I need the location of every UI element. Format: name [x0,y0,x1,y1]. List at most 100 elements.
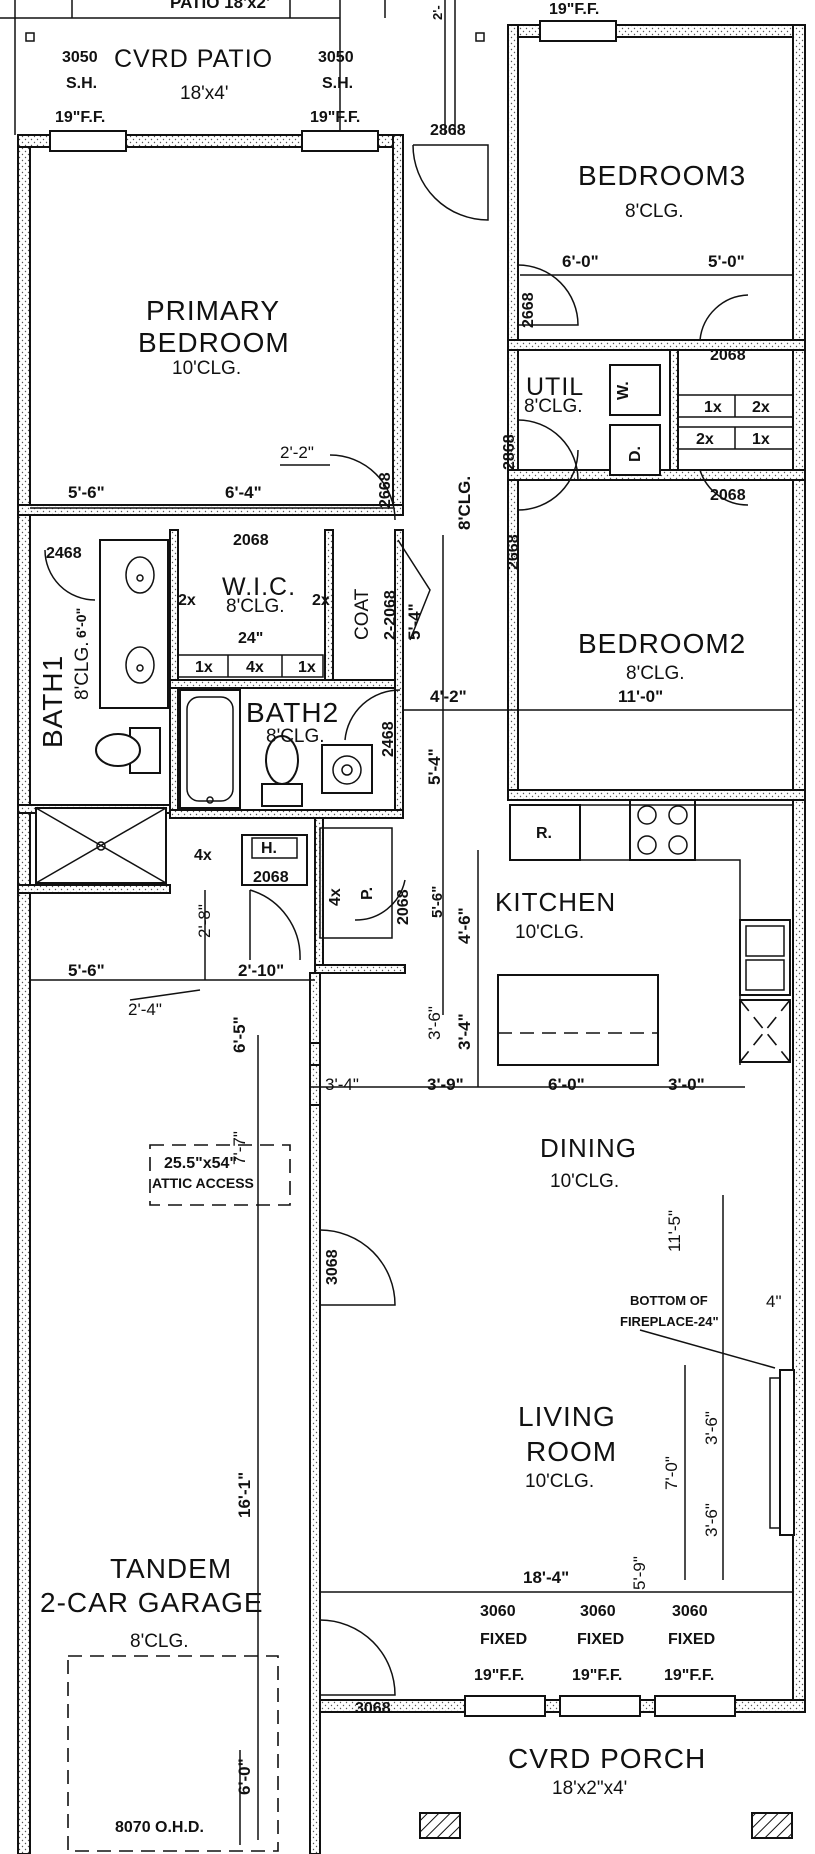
wic-shelf-1x-b: 1x [298,659,316,676]
cvrd-patio-label: CVRD PATIO [114,45,273,73]
dim-8clg-hall: 8'CLG. [455,476,474,530]
patio-top-label: PATIO 18'x2' [170,0,270,12]
bedroom2-clg: 8'CLG. [626,663,685,684]
window-3060-3: 3060 [672,1603,708,1620]
bath1-clg: 8'CLG. [72,641,93,700]
util-label: UTIL [526,373,584,401]
dimension-lines [30,274,793,1845]
wic-shelf-2x-left: 2x [178,592,196,609]
attic-size: 25.5"x54" [164,1155,237,1172]
living-room-clg: 10'CLG. [525,1471,594,1492]
dim-6-5: 6'-5" [230,1016,249,1053]
shelf-1x-a: 1x [704,399,722,416]
dryer-label: D. [627,446,644,462]
shelf-2x-a: 2x [752,399,770,416]
dim-7-7: 7'-7" [230,1131,249,1165]
dim-6-0-garage: 6'-0" [235,1758,254,1795]
kitchen-clg: 10'CLG. [515,922,584,943]
window-3060-2: 3060 [580,1603,616,1620]
dim-16-1: 16'-1" [235,1472,254,1518]
bath2-clg: 8'CLG. [266,726,325,747]
washer-label: W. [615,381,632,400]
attic-label: ATTIC ACCESS [152,1175,254,1191]
door-2868-top: 2868 [430,122,466,139]
dim-6-4-primary: 6'-4" [225,483,262,502]
garage-label-2: 2-CAR GARAGE [40,1587,264,1618]
door-2068-util-top: 2068 [710,347,746,364]
shelf-1x-b: 1x [752,431,770,448]
door-3068-living: 3068 [324,1249,341,1285]
wic-clg: 8'CLG. [226,596,285,617]
dim-4-2: 4'-2" [430,687,467,706]
door-2668-primary: 2668 [377,472,394,508]
bath2-label: BATH2 [246,697,339,728]
door-3068-front: 3068 [355,1700,391,1717]
window-3060-1: 3060 [480,1603,516,1620]
dim-2-vertical: 2'- [430,5,445,20]
dim-3-9: 3'-9" [427,1075,464,1094]
window-ff-2: 19"F.F. [572,1667,622,1684]
dim-18-4: 18'-4" [523,1568,569,1587]
bedroom3-clg: 8'CLG. [625,201,684,222]
door-2-2068-coat: 2-2068 [382,590,399,640]
dim-5-0-bedroom3: 5'-0" [708,252,745,271]
dimension-labels: 5'-6" 6'-4" 2'-2" 6'-0" 5'-0" 8'CLG. 5'-… [68,252,782,1795]
linen-4x: 4x [194,847,212,864]
fixtures [67,364,795,1852]
door-2868-util: 2868 [501,434,518,470]
shelf-tags: 1x 2x 2x 1x 2x 2x 24" 1x 4x 1x 4x 4x [178,399,770,906]
dining-clg: 10'CLG. [550,1171,619,1192]
garage-label: TANDEM [110,1553,232,1584]
dim-2-10: 2'-10" [238,961,284,980]
patio-area: PATIO 18'x2' 2'- 3050 S.H. 19"F.F. CVRD … [0,0,599,135]
dim-5-9: 5'-9" [630,1556,649,1590]
dim-5-6-primary: 5'-6" [68,483,105,502]
cvrd-porch-size: 18'x2"x4' [552,1778,627,1799]
bedroom2-label: BEDROOM2 [578,628,746,659]
door-2068-wic: 2068 [233,532,269,549]
door-2668-bedroom3: 2668 [520,292,537,328]
window-ff-left: 19"F.F. [55,109,105,126]
door-2468-bath2: 2468 [380,721,397,757]
primary-bedroom-label: PRIMARY [146,295,280,326]
pantry-label: P. [359,887,376,900]
dim-5-4-upper: 5'-4" [405,603,424,640]
door-2068-util-bottom: 2068 [710,487,746,504]
dim-3-6-fireplace-upper: 3'-6" [702,1411,721,1445]
dim-3-0: 3'-0" [668,1075,705,1094]
dim-2-8: 2'-8" [195,904,214,938]
window-sh-right: S.H. [322,75,353,92]
garage-door-label: 8070 O.H.D. [115,1819,204,1836]
wic-shelf-1x-a: 1x [195,659,213,676]
window-fixed-2: FIXED [577,1631,624,1648]
bath1-label: BATH1 [37,655,68,748]
fireplace-label-2: FIREPLACE-24" [620,1314,719,1329]
door-2468-bath1: 2468 [46,545,82,562]
door-tags: 2868 2668 2068 2868 2068 2668 2668 2068 … [46,122,746,1836]
wic-shelf-2x-right: 2x [312,592,330,609]
room-labels: PRIMARY BEDROOM 10'CLG. BEDROOM3 8'CLG. … [37,160,746,1799]
wic-label: W.I.C. [222,573,296,601]
window-sh-left: S.H. [66,75,97,92]
dim-3-6-kitchen: 3'-6" [425,1006,444,1040]
primary-bedroom-label-2: BEDROOM [138,327,290,358]
dim-5-6-hall: 5'-6" [68,961,105,980]
cvrd-patio-size: 18'x4' [180,83,228,104]
dim-5-6-pantry: 5'-6" [429,886,446,918]
dining-label: DINING [540,1133,637,1163]
dim-3-6-fireplace-lower: 3'-6" [702,1503,721,1537]
dim-4-6: 4'-6" [455,907,474,944]
wic-shelf-4x: 4x [246,659,264,676]
door-2068-pantry: 2068 [395,889,412,925]
window-ff-1: 19"F.F. [474,1667,524,1684]
dim-5-4-lower: 5'-4" [425,748,444,785]
window-ff-top: 19"F.F. [549,1,599,18]
dim-6-0-island: 6'-0" [548,1075,585,1094]
dim-11-5: 11'-5" [665,1210,684,1252]
shelf-2x-b: 2x [696,431,714,448]
dim-3-4-vertical: 3'-4" [455,1013,474,1050]
living-room-label-2: ROOM [526,1436,617,1467]
primary-bedroom-clg: 10'CLG. [172,358,241,379]
living-room-label: LIVING [518,1401,616,1432]
